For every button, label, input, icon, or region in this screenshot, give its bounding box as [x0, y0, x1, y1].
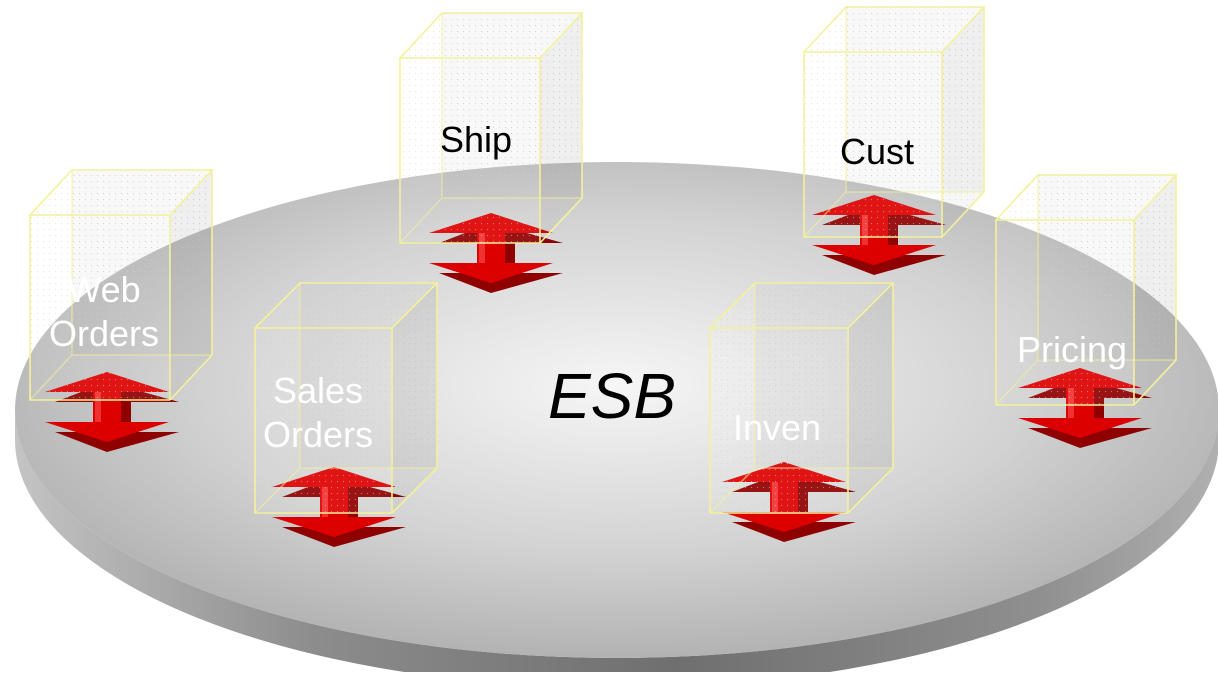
service-label-sales-orders: Sales	[273, 370, 363, 411]
service-label-ship: Ship	[440, 119, 512, 160]
service-label-web-orders: Orders	[49, 313, 159, 354]
service-label-pricing: Pricing	[1017, 329, 1127, 370]
esb-label: ESB	[548, 360, 676, 432]
service-pricing: Pricing	[994, 174, 1178, 448]
service-label-web-orders: Web	[67, 269, 140, 310]
wireframe-cube-icon	[994, 174, 1178, 406]
wireframe-cube-icon	[802, 6, 986, 238]
wireframe-cube-icon	[398, 12, 584, 244]
service-inven: Inven	[708, 282, 895, 542]
wireframe-cube-icon	[253, 282, 439, 514]
wireframe-cube-icon	[28, 169, 214, 401]
service-label-inven: Inven	[733, 407, 821, 448]
service-label-sales-orders: Orders	[263, 414, 373, 455]
service-label-cust: Cust	[840, 131, 914, 172]
service-ship: Ship	[398, 12, 584, 293]
service-cust: Cust	[802, 6, 986, 275]
wireframe-cube-icon	[708, 282, 895, 514]
